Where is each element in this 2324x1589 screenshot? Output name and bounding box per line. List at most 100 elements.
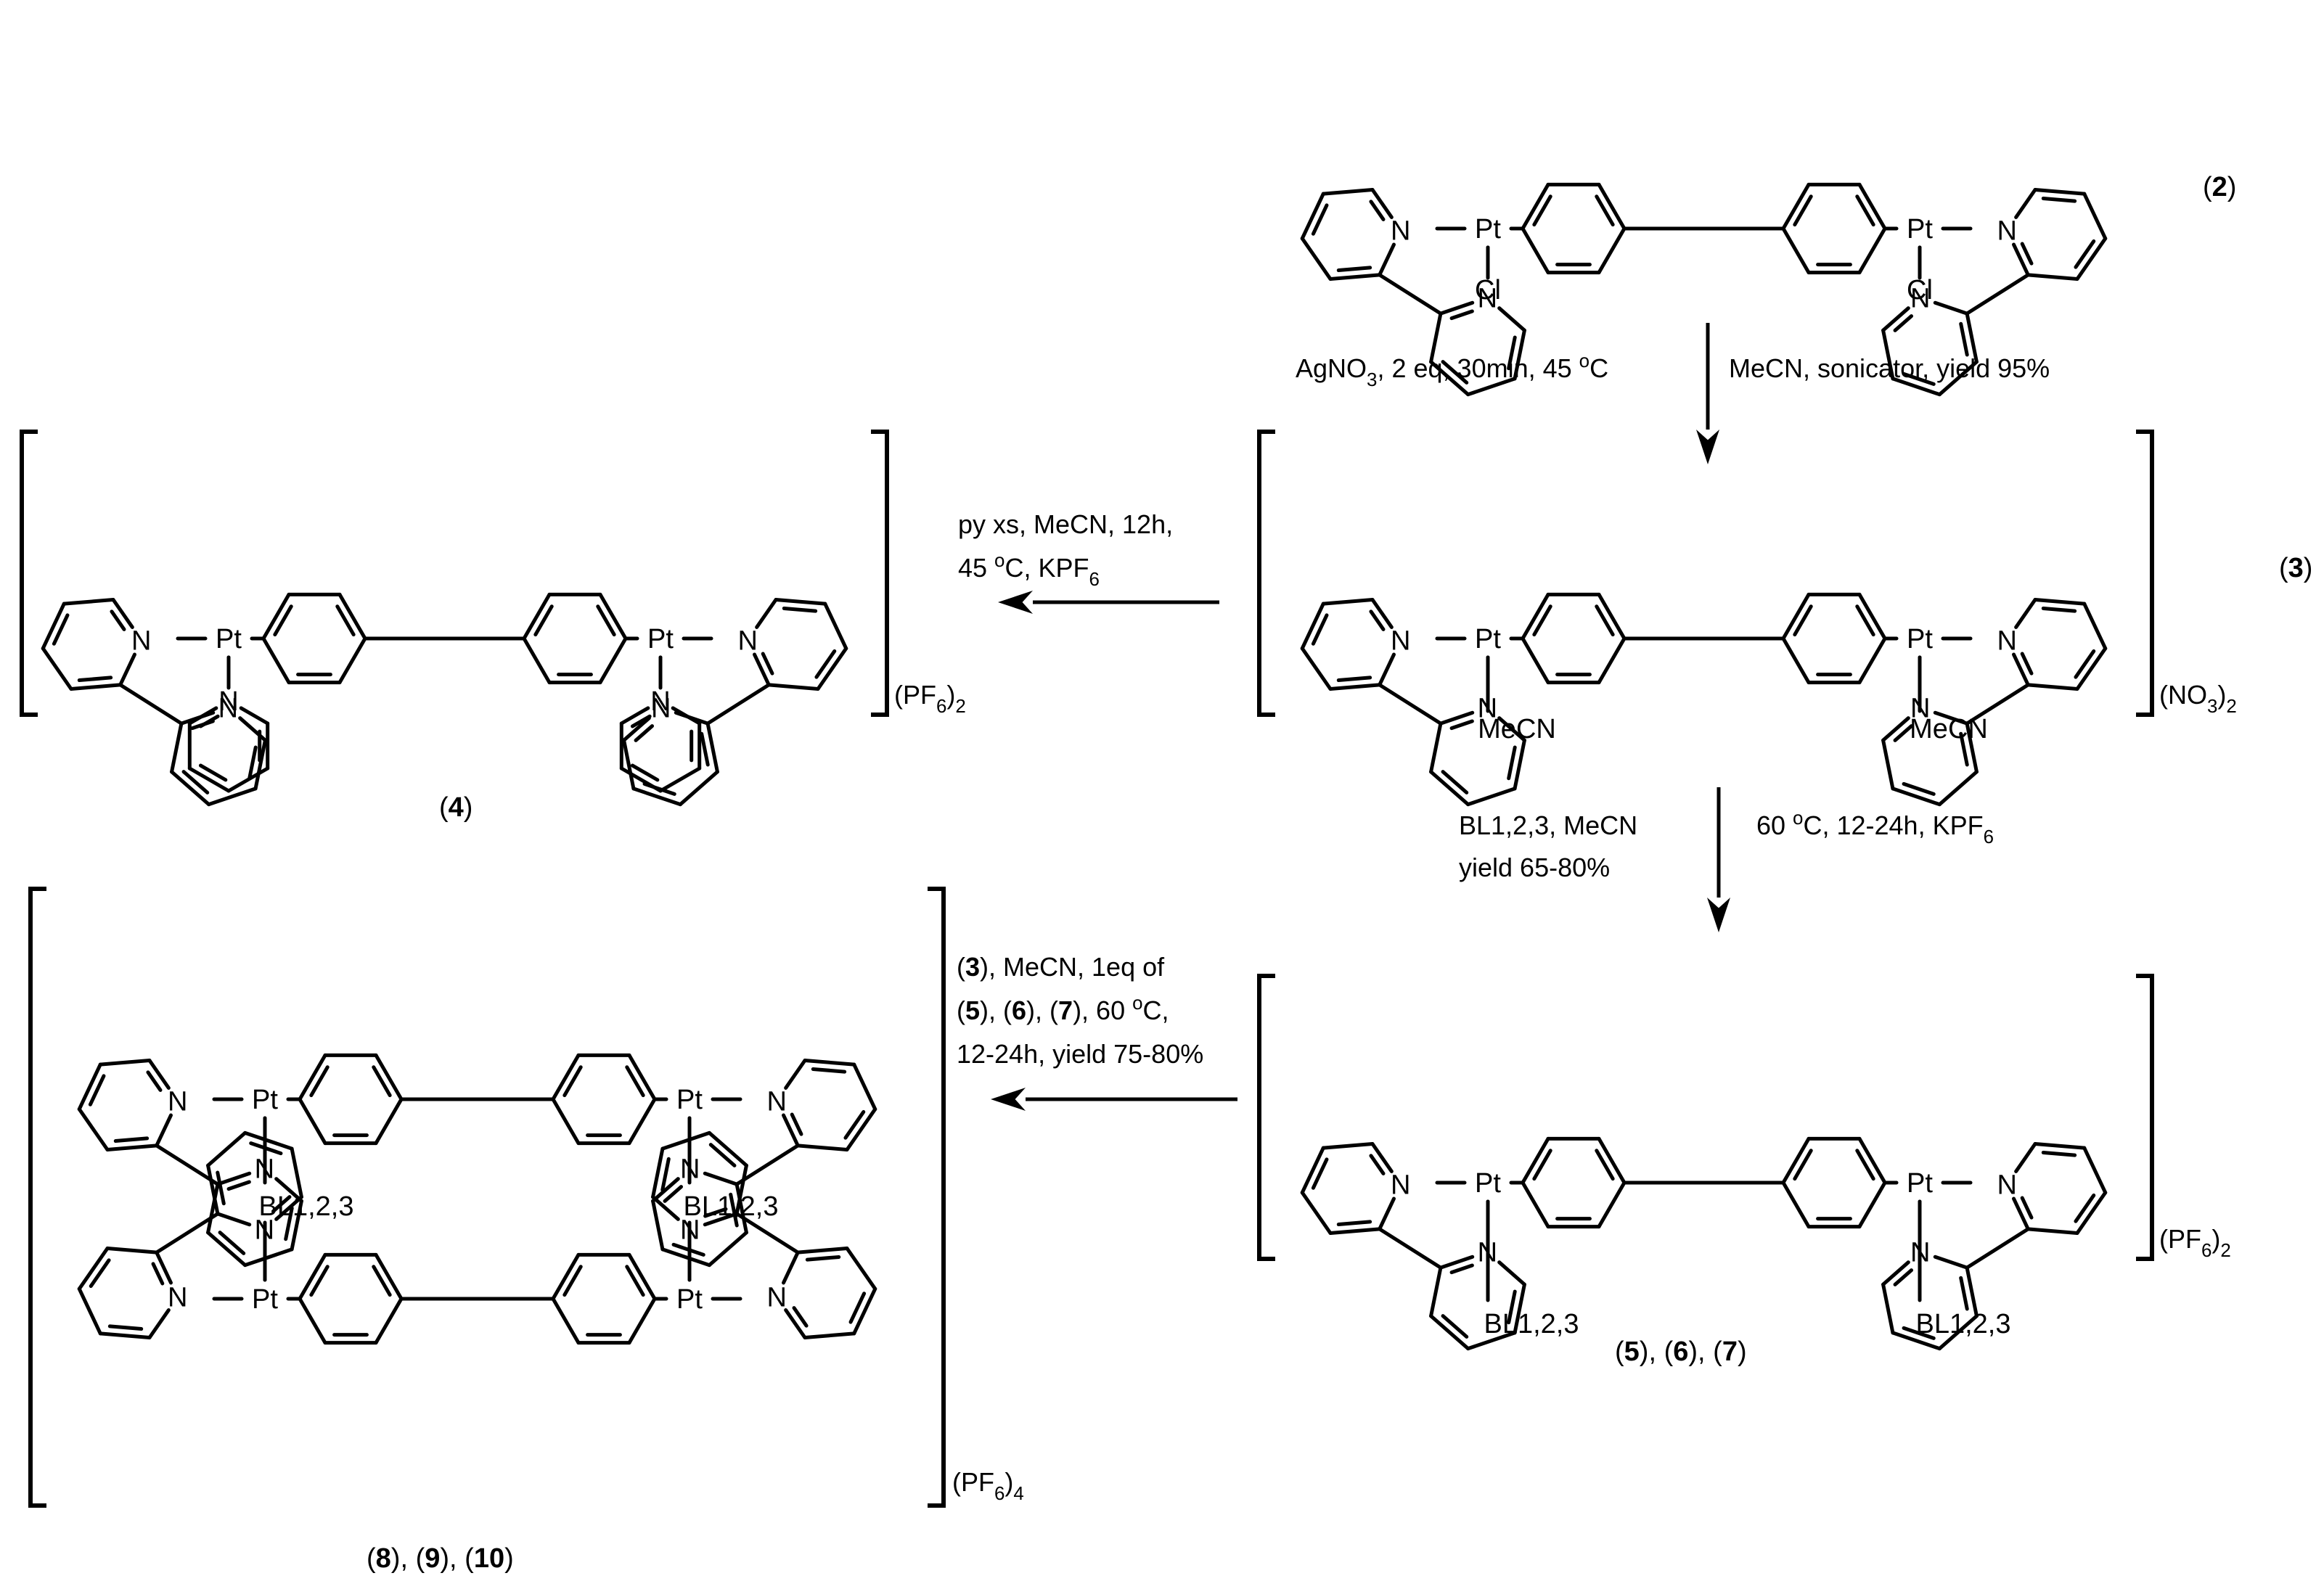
ring-bond <box>261 636 291 685</box>
ring-bond <box>2033 187 2087 196</box>
ring-double-bond <box>1441 360 1469 385</box>
ring-double-bond <box>247 745 258 781</box>
pyridine-ring <box>2012 597 2108 691</box>
ring-bond <box>216 1171 252 1186</box>
ring-double-bond <box>1532 1149 1552 1181</box>
ring-double-bond <box>1311 613 1329 646</box>
platinum-atom: Pt <box>252 1284 278 1315</box>
ring-bond <box>660 1247 711 1268</box>
ring-bond <box>1597 592 1627 641</box>
ring-bond <box>1300 192 1325 241</box>
ring-double-bond <box>1507 745 1517 781</box>
ring-bond <box>766 683 820 691</box>
ring-double-bond <box>2074 649 2096 679</box>
ring-bond <box>1378 1196 1396 1231</box>
ring-bond <box>155 1113 173 1148</box>
ring-bond <box>1891 1331 1942 1351</box>
pyridine-ring <box>2012 1141 2108 1236</box>
nitrogen-atom: N <box>255 1154 274 1184</box>
ring-double-bond <box>1959 321 1969 357</box>
nitrogen-atom: N <box>1478 693 1497 723</box>
pyridine-ring <box>1881 300 1979 397</box>
ring-bond <box>1881 1282 1895 1335</box>
ring-bond <box>1328 683 1382 691</box>
ring-double-bond <box>630 763 660 782</box>
nitrogen-atom: N <box>1478 283 1497 313</box>
condition-step3-left-line2: yield 65-80% <box>1459 853 1610 882</box>
ring-double-bond <box>1893 724 1914 742</box>
nitrogen-atom: N <box>680 1215 700 1246</box>
ring-double-bond <box>107 1324 144 1331</box>
ring-bond <box>1597 226 1627 275</box>
ring-double-bond <box>708 1143 737 1167</box>
phenylene-ring <box>1521 592 1627 685</box>
ring-bond <box>69 683 123 691</box>
ring-double-bond <box>309 1265 330 1297</box>
ring-double-bond <box>805 1255 841 1262</box>
ring-bond <box>774 597 827 606</box>
pyridine-ring <box>651 1130 748 1227</box>
ring-bond <box>735 1163 748 1216</box>
counterion-567: (PF6)2 <box>2159 1224 2231 1261</box>
counterion-3: (NO3)2 <box>2159 680 2237 717</box>
ring-bond <box>627 1053 657 1101</box>
bracket-compound-4 <box>20 430 889 717</box>
ring-bond <box>2033 1141 2087 1150</box>
ring-bond <box>1597 1181 1627 1229</box>
bipyridine-link-bond <box>735 1143 800 1186</box>
phenylene-ring <box>551 1053 657 1146</box>
ring-bond <box>298 1297 327 1345</box>
ring-bond <box>651 1177 680 1203</box>
ring-bond <box>2082 1146 2108 1195</box>
pyridine-ring <box>206 1171 303 1268</box>
ring-bond <box>631 787 682 807</box>
ring-bond <box>1521 1181 1550 1229</box>
ring-bond <box>1521 636 1550 685</box>
ring-bond <box>374 1297 404 1345</box>
ring-bond <box>374 1252 404 1301</box>
reaction-arrow-2 <box>998 591 1219 614</box>
compound-label-8910: (8), (9), (10) <box>367 1543 514 1574</box>
ring-bond <box>1429 1265 1443 1318</box>
ring-double-bond <box>729 1192 739 1228</box>
platinum-atom: Pt <box>676 1284 703 1315</box>
ring-double-bond <box>284 1206 294 1241</box>
pyridine-ring <box>1300 187 1396 282</box>
ring-double-bond <box>1595 604 1615 637</box>
ring-double-bond <box>790 1112 803 1136</box>
pyridine-ring <box>651 1171 748 1268</box>
ring-bond <box>627 1252 657 1301</box>
ring-double-bond <box>2041 606 2077 613</box>
bracket-compound-8910 <box>28 887 946 1508</box>
ring-bond <box>1857 592 1887 641</box>
ring-bond <box>1881 716 1910 742</box>
ring-bond <box>803 1058 856 1067</box>
ring-double-bond <box>372 1265 392 1297</box>
ring-bond <box>1466 377 1517 397</box>
nitrogen-atom: N <box>218 686 238 717</box>
ring-double-bond <box>1369 1154 1386 1175</box>
condition-step3-right: 60 oC, 12-24h, KPF6 <box>1756 808 1994 847</box>
nitrogen-atom: N <box>1997 625 2017 656</box>
bipyridine-link-bond <box>705 683 771 726</box>
bipyridine-link-bond <box>155 1143 220 1186</box>
ring-bond <box>1881 738 1895 791</box>
ring-bond <box>1781 592 1811 641</box>
pyridine-ring <box>1429 710 1526 807</box>
ring-bond <box>1370 187 1394 219</box>
ring-bond <box>784 1308 807 1340</box>
ring-double-bond <box>2041 1150 2077 1157</box>
pyridine-ring <box>1300 597 1396 691</box>
ring-bond <box>2026 683 2079 691</box>
pyridine-ring <box>1300 1141 1396 1236</box>
pyridine-ring <box>41 597 136 691</box>
pyridine-ring <box>187 706 270 793</box>
ring-double-bond <box>533 604 554 637</box>
platinum-atom: Pt <box>1475 214 1501 245</box>
ring-bond <box>627 1297 657 1345</box>
bipyridine-link-bond <box>1965 273 2030 316</box>
ring-bond <box>170 721 184 774</box>
ring-bond <box>1597 636 1627 685</box>
